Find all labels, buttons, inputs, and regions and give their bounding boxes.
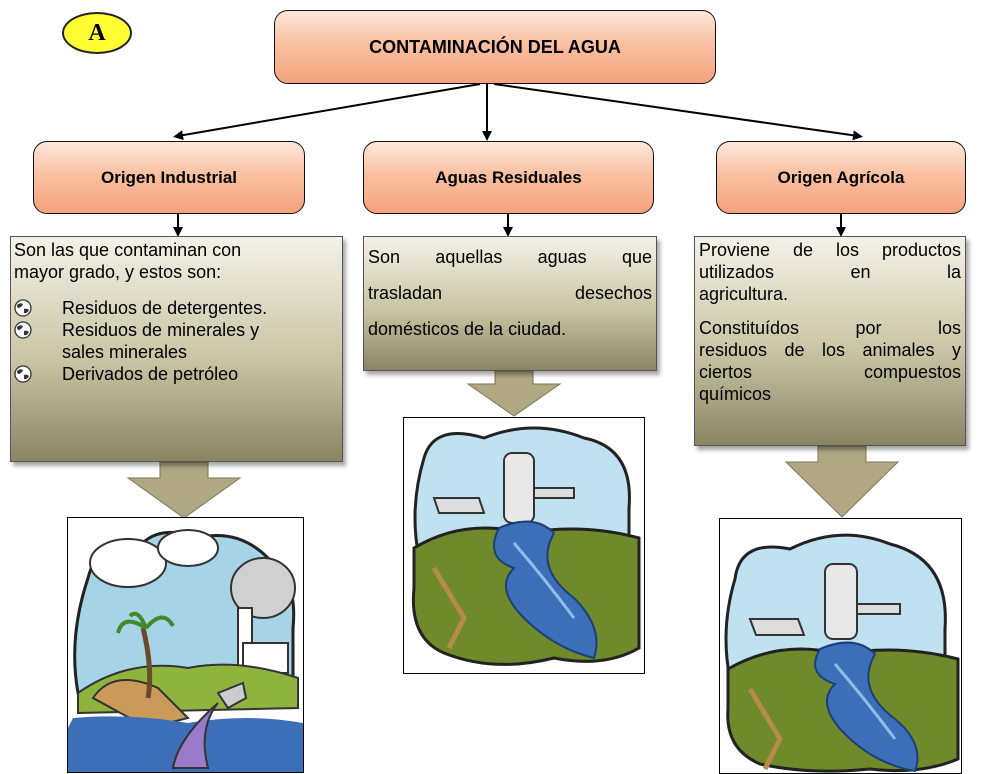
desc-line: domésticos de la ciudad. <box>368 319 567 339</box>
list-item-text: Residuos de minerales y <box>62 320 260 340</box>
desc-line: trasladan desechos <box>368 283 652 303</box>
desc-line: utilizados en la <box>699 262 961 282</box>
globe-bullet-icon <box>14 299 32 317</box>
globe-bullet-icon <box>14 365 32 383</box>
category-label: Origen Agrícola <box>777 167 905 187</box>
category-agricola: Origen Agrícola <box>716 141 966 214</box>
desc-line: agricultura. <box>699 284 789 304</box>
pollutant-list: Residuos de detergentes. Residuos de min… <box>14 297 339 385</box>
industrial-pollution-picture <box>68 529 303 772</box>
agricola-description: Proviene de los productos utilizados en … <box>694 236 966 446</box>
pipes-river-picture <box>411 426 641 666</box>
list-item-text: Derivados de petróleo <box>62 364 239 384</box>
desc-line: ciertos compuestos <box>699 362 961 382</box>
pipes-discharging-into-river-illustration <box>719 518 962 774</box>
block-arrow-agricola <box>784 445 900 518</box>
desc-line: químicos <box>699 384 772 404</box>
arrow-to-industrial <box>173 83 481 141</box>
pipes-river-picture <box>724 533 960 773</box>
intro-line: mayor grado, y estos son: <box>14 262 222 282</box>
list-item: Residuos de detergentes. <box>14 297 339 319</box>
arrow-to-agricola <box>493 83 863 141</box>
category-label: Origen Industrial <box>100 167 238 187</box>
main-title-box: CONTAMINACIÓN DEL AGUA <box>274 10 716 84</box>
industrial-pollution-illustration <box>67 517 304 773</box>
block-arrow-industrial <box>126 461 242 519</box>
globe-bullet-icon <box>14 321 32 339</box>
category-label: Aguas Residuales <box>435 167 582 187</box>
intro-line: Son las que contaminan con <box>14 240 242 260</box>
desc-line: Proviene de los productos <box>699 240 961 260</box>
list-item: Residuos de minerales y sales minerales <box>14 319 339 363</box>
list-item: Derivados de petróleo <box>14 363 339 385</box>
desc-line: residuos de los animales y <box>699 340 961 360</box>
industrial-description: Son las que contaminan con mayor grado, … <box>10 236 343 462</box>
list-item-text: Residuos de detergentes. <box>62 298 268 318</box>
desc-line: Son aquellas aguas que <box>368 247 652 267</box>
block-arrow-residuales <box>466 370 562 417</box>
section-badge: A <box>62 12 132 54</box>
category-industrial: Origen Industrial <box>33 141 305 214</box>
category-residuales: Aguas Residuales <box>363 141 654 214</box>
main-title: CONTAMINACIÓN DEL AGUA <box>369 36 621 57</box>
pipes-discharging-into-river-illustration <box>403 417 645 674</box>
residuales-description: Son aquellas aguas que trasladan desecho… <box>363 236 657 371</box>
desc-line: Constituídos por los <box>699 318 961 338</box>
list-item-text-cont: sales minerales <box>62 342 188 362</box>
